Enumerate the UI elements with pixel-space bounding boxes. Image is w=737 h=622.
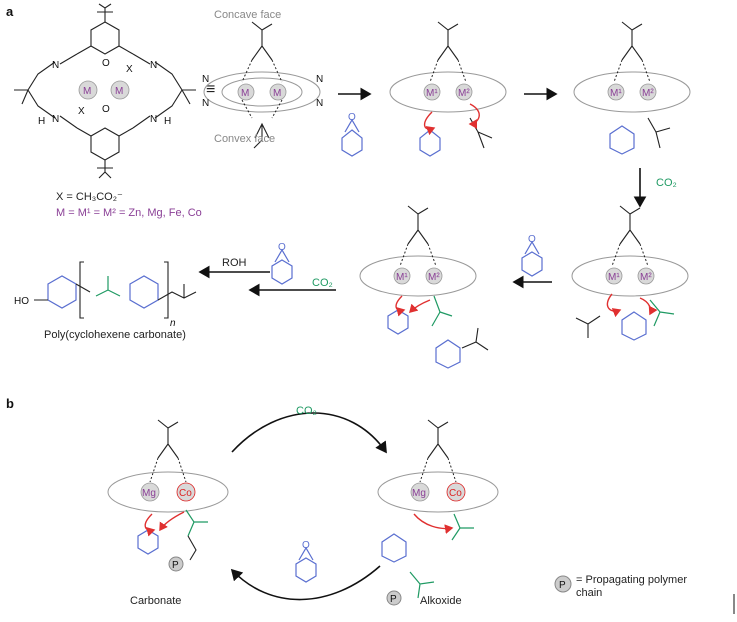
carbonate-label: Carbonate <box>130 595 181 607</box>
metal-mg-1: Mg <box>142 488 156 499</box>
epoxide-b-o: O <box>302 540 310 551</box>
atom-o-2: O <box>102 104 110 115</box>
metal-m-4: M <box>273 88 281 99</box>
alkoxide-complex <box>377 419 499 599</box>
metal-ball-1 <box>78 80 98 100</box>
p-legend-ball <box>554 575 572 593</box>
p-legend-text: = Propagating polymer chain <box>576 574 687 599</box>
metal-m-2: M <box>115 86 123 97</box>
metal-ball-12 <box>425 267 443 285</box>
epoxide-b <box>295 546 317 583</box>
concave-face-label: Concave face <box>214 9 281 21</box>
epoxide-2-o: O <box>528 234 536 245</box>
equivalence-sign: ≡ <box>206 81 215 98</box>
p-symbol-1: P <box>172 560 179 571</box>
metal-ball-co-1 <box>176 482 196 502</box>
arrow-epoxide-cycle <box>230 565 381 601</box>
atom-x-1: X <box>126 64 133 75</box>
metal-ball-7 <box>607 83 625 101</box>
metal-m2-d: M² <box>428 272 440 283</box>
metal-m2-b: M² <box>642 88 654 99</box>
metal-ball-mg-2 <box>410 482 430 502</box>
atom-o-1: O <box>102 58 110 69</box>
epoxide-1 <box>341 118 363 157</box>
co2-label-1: CO₂ <box>656 177 677 189</box>
complex-carbonate <box>359 205 489 369</box>
epoxide-2 <box>521 240 543 277</box>
polymer-structure <box>34 261 197 319</box>
atom-x-2: X <box>78 106 85 117</box>
metal-co-1: Co <box>179 488 192 499</box>
carbonate-complex <box>107 419 229 561</box>
metal-m-3: M <box>241 88 249 99</box>
metal-ball-4 <box>269 83 287 101</box>
metal-ball-mg-1 <box>140 482 160 502</box>
complex-co2-bound <box>571 205 689 341</box>
panel-b-label: b <box>6 396 14 411</box>
x-definition: X = CH₃CO₂⁻ <box>56 191 123 203</box>
metal-ball-10 <box>637 267 655 285</box>
atom-h-2: H <box>164 116 171 127</box>
co2-label-2: CO₂ <box>312 277 333 289</box>
metal-co-2: Co <box>449 488 462 499</box>
atom-n-5: N <box>202 74 209 85</box>
p-symbol-2: P <box>390 594 397 605</box>
p-legend-symbol: P <box>559 580 566 591</box>
arrow-co2-cycle <box>231 412 387 454</box>
atom-n-3: N <box>52 114 59 125</box>
atom-n-2: N <box>150 60 157 71</box>
metal-m1-d: M¹ <box>396 272 408 283</box>
metal-m1-c: M¹ <box>608 272 620 283</box>
metal-ball-co-2 <box>446 482 466 502</box>
metal-ball-3 <box>237 83 255 101</box>
epoxide-3-o: O <box>278 242 286 253</box>
complex-view <box>203 21 321 149</box>
complex-alkoxide <box>573 21 691 155</box>
metal-m1-b: M¹ <box>610 88 622 99</box>
polymer-name: Poly(cyclohexene carbonate) <box>44 329 186 341</box>
epoxide-3 <box>271 248 293 285</box>
atom-n-1: N <box>52 60 59 71</box>
metal-ball-2 <box>110 80 130 100</box>
metal-ball-11 <box>393 267 411 285</box>
metal-mg-2: Mg <box>412 488 426 499</box>
metal-m2-c: M² <box>640 272 652 283</box>
metal-ball-9 <box>605 267 623 285</box>
macrocycle-ligand <box>14 3 196 179</box>
atom-n-8: N <box>316 98 323 109</box>
co2-label-b: CO₂ <box>296 405 317 417</box>
metal-m-1: M <box>83 86 91 97</box>
metal-ball-8 <box>639 83 657 101</box>
metal-m2-a: M² <box>458 88 470 99</box>
atom-h-1: H <box>38 116 45 127</box>
repeat-n: n <box>170 318 176 329</box>
metal-m1-a: M¹ <box>426 88 438 99</box>
metal-ball-5 <box>423 83 441 101</box>
p-ball-2 <box>386 590 402 606</box>
epoxide-1-o: O <box>348 112 356 123</box>
metal-ball-6 <box>455 83 473 101</box>
complex-epoxide-bound <box>389 21 507 157</box>
atom-n-4: N <box>150 114 157 125</box>
p-legend: = Propagating polymer chain <box>576 574 687 599</box>
atom-n-7: N <box>316 74 323 85</box>
panel-a-label: a <box>6 4 14 19</box>
roh-label: ROH <box>222 257 247 269</box>
polymer-end-ho: HO <box>14 296 29 307</box>
alkoxide-label: Alkoxide <box>420 595 462 607</box>
p-ball-1 <box>168 556 184 572</box>
atom-n-6: N <box>202 98 209 109</box>
m-definition: M = M¹ = M² = Zn, Mg, Fe, Co <box>56 207 202 219</box>
convex-face-label: Convex face <box>214 133 275 145</box>
